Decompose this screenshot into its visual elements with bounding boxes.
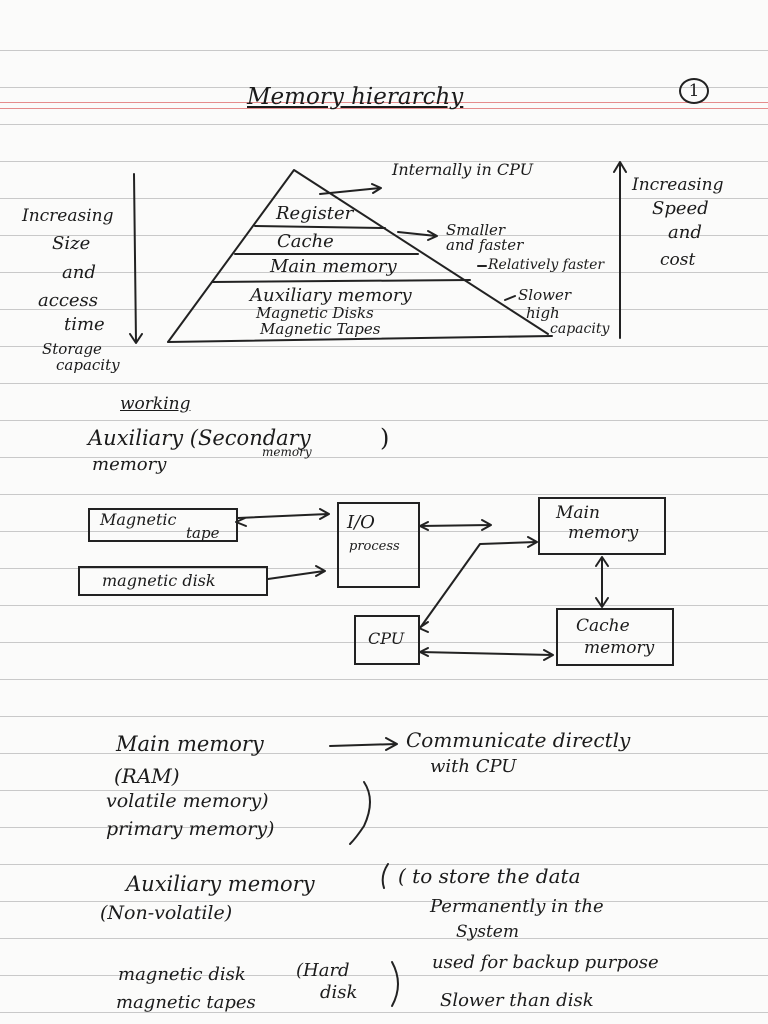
left-label-time: time	[64, 314, 105, 335]
aux-note-desc-3: System	[456, 922, 519, 942]
note-capacity: capacity	[550, 321, 610, 337]
level-cache: Cache	[277, 231, 334, 252]
working-subtitle-line2: memory	[92, 454, 167, 475]
backup-note: used for backup purpose	[432, 952, 659, 973]
page-number: 1	[679, 78, 709, 104]
level-magnetic-tapes: Magnetic Tapes	[260, 320, 381, 338]
margin-line	[0, 102, 768, 103]
level-main-memory: Main memory	[270, 256, 397, 277]
note-smaller: Smaller	[446, 221, 506, 239]
main-memory-prop-primary: primary memory)	[106, 818, 275, 840]
magnetic-disk-label: magnetic disk	[102, 571, 216, 590]
left-label-and: and	[62, 262, 96, 283]
level-auxiliary-memory: Auxiliary memory	[250, 285, 412, 306]
magnetic-tape-label-2: tape	[186, 524, 220, 542]
margin-line	[0, 108, 768, 109]
main-memory-label-2: memory	[568, 523, 639, 543]
working-subtitle-line1: Auxiliary (Secondary	[88, 426, 311, 450]
left-label-size: Size	[52, 233, 91, 254]
cpu-box: CPU	[354, 615, 420, 665]
io-label-2: process	[349, 539, 400, 554]
level-magnetic-disks: Magnetic Disks	[256, 304, 374, 322]
aux-note-title: Auxiliary memory	[126, 872, 315, 896]
level-register: Register	[276, 203, 354, 224]
left-label-increasing: Increasing	[22, 206, 114, 226]
page-title: Memory hierarchy	[247, 84, 464, 110]
cache-memory-label: Cache	[576, 616, 630, 636]
cache-memory-box: Cache memory	[556, 608, 674, 666]
note-slower: Slower	[518, 286, 571, 304]
magnetic-disk-box: magnetic disk	[78, 566, 268, 596]
magnetic-tape-box: Magnetic tape	[88, 508, 238, 542]
main-memory-note-title: Main memory	[116, 732, 264, 756]
right-label-and: and	[668, 222, 702, 243]
aux-note-desc: ( to store the data	[398, 864, 581, 888]
main-memory-box: Main memory	[538, 497, 666, 555]
main-memory-prop-volatile: volatile memory)	[106, 790, 269, 812]
left-label-access: access	[38, 290, 99, 311]
magnetic-tape-label: Magnetic	[100, 510, 177, 529]
cpu-label: CPU	[368, 629, 405, 648]
working-heading: working	[120, 394, 191, 414]
io-processor-box: I/O process	[337, 502, 420, 588]
disk-type-magnetic-disk: magnetic disk	[118, 964, 246, 985]
note-relatively-faster: Relatively faster	[488, 257, 605, 273]
working-subtitle-small: memory	[262, 445, 312, 459]
io-label: I/O	[347, 512, 375, 533]
right-label-cost: cost	[660, 250, 696, 270]
pyramid-top-note: Internally in CPU	[392, 160, 534, 179]
note-high: high	[526, 304, 560, 322]
right-label-increasing: Increasing	[632, 175, 724, 195]
cache-memory-label-2: memory	[584, 638, 655, 658]
main-memory-note-desc: Communicate directly	[406, 728, 631, 752]
left-label-capacity: capacity	[56, 356, 120, 374]
hard-disk-note-2: disk	[320, 982, 358, 1003]
main-memory-note-desc-2: with CPU	[430, 756, 517, 777]
note-and-faster: and faster	[446, 236, 524, 254]
aux-note-desc-2: Permanently in the	[430, 896, 604, 917]
left-label-storage: Storage	[42, 340, 102, 358]
disk-type-magnetic-tapes: magnetic tapes	[116, 992, 256, 1013]
right-label-speed: Speed	[652, 198, 709, 219]
hard-disk-note: (Hard	[296, 960, 350, 981]
working-close-paren: )	[380, 424, 390, 452]
main-memory-prop-ram: (RAM)	[114, 764, 180, 788]
slower-note: Slower than disk	[440, 990, 594, 1011]
aux-note-prop: (Non-volatile)	[100, 902, 233, 924]
main-memory-label: Main	[556, 503, 600, 523]
